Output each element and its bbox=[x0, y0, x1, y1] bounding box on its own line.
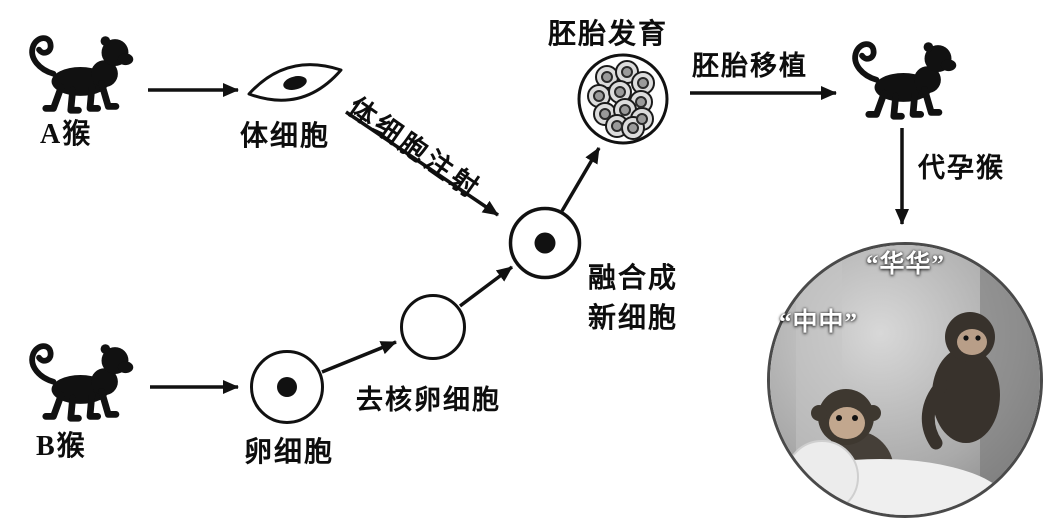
baby-monkey-huahua-figure bbox=[921, 312, 1000, 450]
arrow-egg-to-enucleated bbox=[321, 340, 397, 374]
cloned-monkeys-photo bbox=[767, 242, 1043, 518]
surrogate-monkey-silhouette bbox=[838, 22, 963, 124]
fused-cell-nucleus bbox=[534, 232, 556, 254]
round-object-shape bbox=[785, 440, 859, 514]
monkey-a-silhouette bbox=[15, 16, 140, 118]
fused-cell-shape bbox=[508, 206, 582, 280]
enucleated-egg-shape bbox=[400, 294, 466, 360]
monkey-a-label: A猴 bbox=[40, 119, 93, 150]
enucleated-egg-label: 去核卵细胞 bbox=[356, 385, 501, 415]
somatic-cell-nucleus bbox=[283, 76, 307, 90]
egg-cell-shape bbox=[250, 350, 324, 424]
egg-cell-nucleus bbox=[277, 377, 297, 397]
fused-cell-label-line2: 新细胞 bbox=[588, 303, 679, 334]
monkey-b-silhouette bbox=[15, 324, 140, 426]
baby-huahua-label: “华华” bbox=[866, 251, 946, 278]
baby-zhongzhong-label: “中中” bbox=[779, 309, 859, 336]
somatic-cell-shape bbox=[247, 63, 343, 102]
arrow-enucleated-to-fused bbox=[458, 265, 514, 308]
embryo-morula-shape bbox=[577, 53, 669, 145]
surrogate-label: 代孕猴 bbox=[918, 153, 1005, 183]
embryo-cell-nuclei bbox=[593, 66, 649, 134]
embryo-development-label: 胚胎发育 bbox=[548, 19, 669, 50]
fused-cell-label-line1: 融合成 bbox=[588, 263, 679, 294]
monkey-b-label: B猴 bbox=[36, 431, 87, 462]
arrow-fused-to-embryo bbox=[560, 147, 601, 212]
photo-illustration bbox=[770, 245, 1040, 515]
somatic-cell-label: 体细胞 bbox=[240, 121, 331, 152]
egg-cell-label: 卵细胞 bbox=[244, 437, 335, 468]
injection-label: 体细胞注射 bbox=[342, 91, 487, 206]
embryo-transfer-label: 胚胎移植 bbox=[692, 51, 808, 81]
